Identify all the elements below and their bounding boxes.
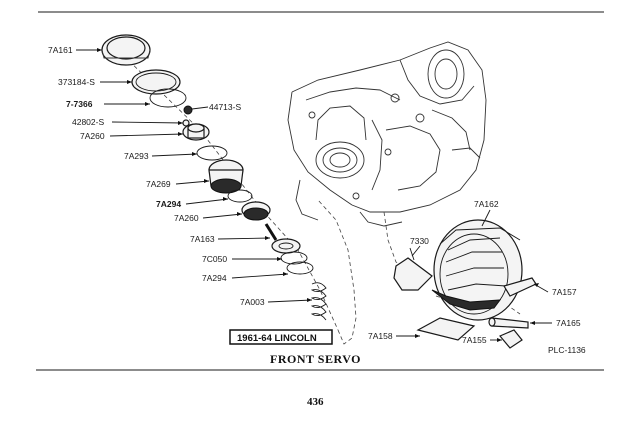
servo-piston bbox=[208, 159, 244, 194]
callout-7A157: 7A157 bbox=[552, 287, 577, 297]
figure-title: FRONT SERVO bbox=[270, 352, 361, 366]
servo-cover bbox=[101, 34, 151, 66]
callout-7A155: 7A155 bbox=[462, 335, 487, 345]
return-spring bbox=[310, 282, 327, 321]
snap-ring-large bbox=[131, 69, 181, 95]
model-box bbox=[229, 329, 333, 345]
callout-7A260-lower: 7A260 bbox=[174, 213, 199, 223]
locknut bbox=[499, 329, 523, 349]
callout-42802S: 42802-S bbox=[72, 117, 104, 127]
piston-stem bbox=[264, 223, 278, 241]
piston-rod-assembly bbox=[182, 123, 210, 141]
small-nut bbox=[182, 105, 193, 127]
model-label: 1961-64 LINCOLN bbox=[237, 333, 317, 344]
callout-44713S: 44713-S bbox=[209, 102, 241, 112]
callout-7A294-upper: 7A294 bbox=[156, 199, 181, 209]
callout-7A293: 7A293 bbox=[124, 151, 149, 161]
callout-7A165: 7A165 bbox=[556, 318, 581, 328]
callout-7A003: 7A003 bbox=[240, 297, 265, 307]
piston-insert bbox=[241, 201, 271, 221]
front-band bbox=[431, 219, 523, 321]
callout-7330: 7330 bbox=[410, 236, 429, 246]
callout-labels: 7A161 373184-S 7-7366 44713-S 42802-S 7A… bbox=[48, 45, 581, 345]
seal-ring bbox=[149, 88, 187, 108]
page-number: 436 bbox=[307, 396, 324, 408]
band-strut-actuating bbox=[393, 247, 433, 291]
callout-7A269: 7A269 bbox=[146, 179, 171, 189]
callout-7A161: 7A161 bbox=[48, 45, 73, 55]
plate-reference: PLC-1136 bbox=[548, 345, 586, 355]
o-ring-upper bbox=[196, 145, 228, 161]
leader-lines bbox=[76, 48, 552, 342]
transmission-case-illustration bbox=[287, 41, 487, 227]
callout-7A294-lower: 7A294 bbox=[202, 273, 227, 283]
o-ring-middle bbox=[227, 189, 253, 203]
callout-7A158: 7A158 bbox=[368, 331, 393, 341]
callout-7C050: 7C050 bbox=[202, 254, 227, 264]
anchor-strut bbox=[416, 317, 476, 341]
callout-7-7366: 7-7366 bbox=[66, 99, 93, 109]
callout-7A163: 7A163 bbox=[190, 234, 215, 244]
adjusting-screw bbox=[488, 317, 529, 329]
callout-7A162: 7A162 bbox=[474, 199, 499, 209]
cushion-spring-washer bbox=[271, 238, 301, 254]
o-ring-lower bbox=[280, 251, 314, 275]
callout-373184S: 373184-S bbox=[58, 77, 95, 87]
callout-7A260-upper: 7A260 bbox=[80, 131, 105, 141]
